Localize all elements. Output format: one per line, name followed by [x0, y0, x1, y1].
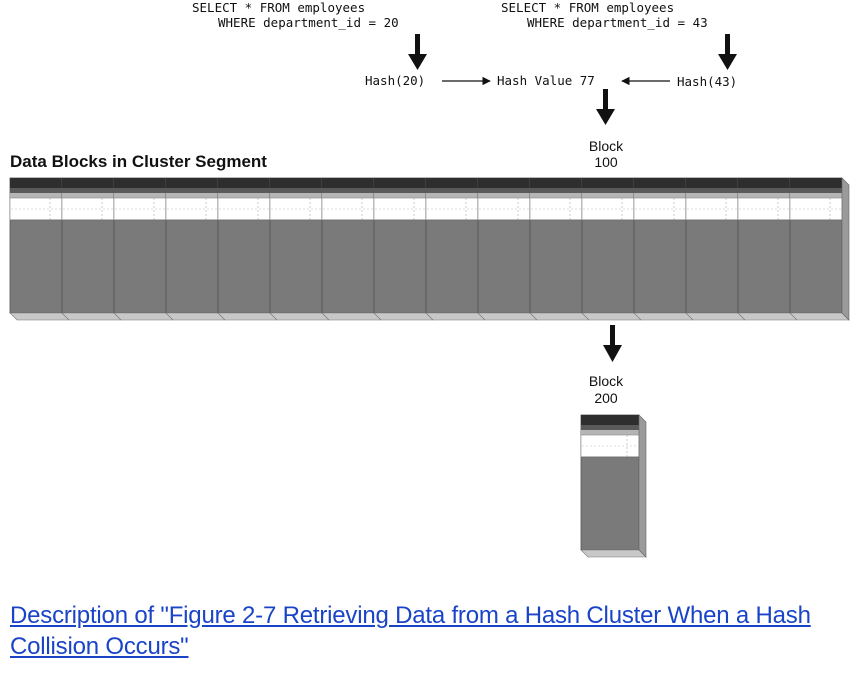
block-100-label: Block: [589, 138, 624, 154]
block-100-number: 100: [594, 154, 618, 170]
block-200-number: 200: [594, 390, 618, 406]
segment-block: [269, 177, 330, 321]
segment-block: [321, 177, 382, 321]
segment-block: [9, 177, 70, 321]
segment-block: [581, 177, 642, 321]
cluster-segment: [9, 177, 850, 321]
block-200-label: Block: [589, 373, 624, 389]
query-left-line1: SELECT * FROM employees: [192, 0, 365, 15]
segment-block: [633, 177, 694, 321]
hash-value-label: Hash Value 77: [497, 73, 595, 88]
segment-block: [737, 177, 798, 321]
hash-right-label: Hash(43): [677, 74, 737, 89]
segment-block: [477, 177, 538, 321]
query-left-line2: WHERE department_id = 20: [218, 15, 399, 30]
block-200-body: [580, 414, 647, 558]
block-200: [580, 414, 647, 558]
segment-block: [685, 177, 746, 321]
block-200-side-face: [638, 414, 647, 558]
block100-to-block200-arrow: [603, 325, 622, 362]
segment-block: [61, 177, 122, 321]
segment-title: Data Blocks in Cluster Segment: [10, 152, 267, 171]
query-right-line2: WHERE department_id = 43: [527, 15, 708, 30]
query-left-arrow: [408, 34, 427, 70]
query-right-arrow: [718, 34, 737, 70]
segment-block: [425, 177, 486, 321]
hash-left-label: Hash(20): [365, 73, 425, 88]
query-right-line1: SELECT * FROM employees: [501, 0, 674, 15]
segment-block: [165, 177, 226, 321]
hash-to-block100-arrow: [596, 89, 615, 125]
segment-block: [789, 177, 850, 321]
segment-side-face: [841, 177, 850, 321]
segment-block: [113, 177, 174, 321]
segment-block: [217, 177, 278, 321]
segment-block: [529, 177, 590, 321]
segment-block: [373, 177, 434, 321]
figure-description-link[interactable]: Description of "Figure 2-7 Retrieving Da…: [10, 602, 811, 660]
